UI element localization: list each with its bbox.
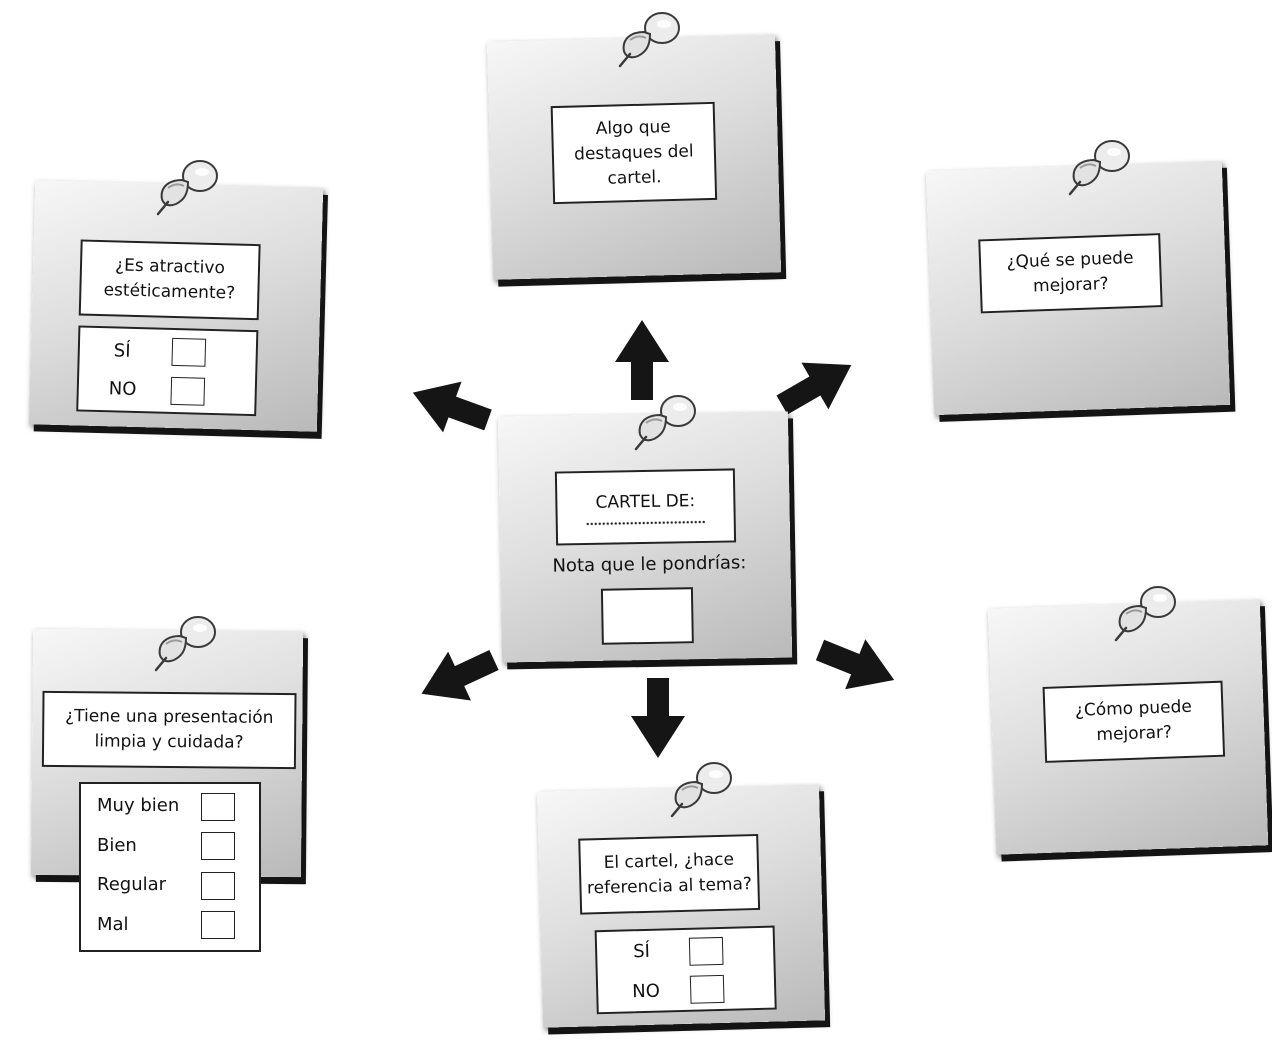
note-bottom-right: ¿Cómo puede mejorar?: [987, 599, 1269, 855]
title-box: CARTEL DE:: [554, 468, 737, 546]
option-no-checkbox[interactable]: [689, 974, 725, 1004]
question-line: cartel.: [607, 166, 662, 189]
question-box: ¿Tiene una presentación limpia y cuidada…: [41, 690, 297, 770]
note-top-right: ¿Qué se puede mejorar?: [925, 160, 1231, 416]
option-si-label: SÍ: [632, 940, 651, 963]
arrow-up-left-icon: [403, 367, 498, 446]
grade-input-box[interactable]: [600, 587, 694, 645]
question-box: Algo que destaques del cartel.: [550, 101, 718, 205]
options-box-presentation: Muy bien Bien Regular Mal: [79, 782, 261, 952]
option-mal-label: Mal: [97, 914, 129, 935]
option-bien-checkbox[interactable]: [201, 832, 235, 860]
note-center: CARTEL DE: Nota que le pondrías:: [497, 411, 793, 663]
question-line: destaques del: [573, 140, 694, 165]
options-box: SÍ NO: [594, 925, 777, 1015]
question-line: Algo que: [595, 116, 671, 139]
arrow-down-right-icon: [809, 624, 905, 706]
question-line: estéticamente?: [103, 280, 236, 304]
question-line: limpia y cuidada?: [94, 731, 244, 753]
option-muy-bien-label: Muy bien: [97, 795, 180, 816]
question-line: ¿Cómo puede: [1074, 696, 1193, 721]
question-line: ¿Tiene una presentación: [65, 706, 274, 728]
question-box: ¿Qué se puede mejorar?: [978, 233, 1163, 314]
option-si-label: SÍ: [113, 340, 131, 362]
note-top-left: ¿Es atractivo estéticamente? SÍ NO: [28, 180, 324, 432]
grade-label: Nota que le pondrías:: [552, 552, 747, 577]
options-box: SÍ NO: [76, 325, 259, 417]
note-top: Algo que destaques del cartel.: [486, 34, 782, 280]
question-line: ¿Qué se puede: [1006, 248, 1134, 273]
arrow-down-left-icon: [410, 635, 506, 719]
option-si-checkbox[interactable]: [688, 936, 724, 966]
arrow-up-icon: [615, 320, 669, 400]
option-bien-label: Bien: [97, 835, 137, 856]
option-regular-label: Regular: [97, 874, 167, 895]
option-no-checkbox[interactable]: [170, 376, 206, 406]
question-box: ¿Cómo puede mejorar?: [1042, 680, 1226, 763]
option-regular-checkbox[interactable]: [201, 872, 235, 900]
arrow-down-icon: [631, 678, 685, 758]
question-line: ¿Es atractivo: [114, 255, 226, 279]
option-si-checkbox[interactable]: [171, 337, 207, 367]
question-box: ¿Es atractivo estéticamente?: [78, 239, 261, 321]
option-no-label: NO: [631, 980, 661, 1003]
question-line: mejorar?: [1096, 722, 1173, 746]
option-muy-bien-checkbox[interactable]: [201, 793, 235, 821]
fill-in-line: [585, 519, 706, 526]
question-box: El cartel, ¿hace referencia al tema?: [578, 833, 761, 915]
question-line: mejorar?: [1032, 273, 1109, 297]
note-bottom: El cartel, ¿hace referencia al tema? SÍ …: [536, 784, 826, 1028]
question-line: referencia al tema?: [586, 874, 753, 899]
option-mal-checkbox[interactable]: [201, 911, 235, 939]
option-no-label: NO: [108, 378, 137, 400]
title-text: CARTEL DE:: [595, 490, 696, 513]
